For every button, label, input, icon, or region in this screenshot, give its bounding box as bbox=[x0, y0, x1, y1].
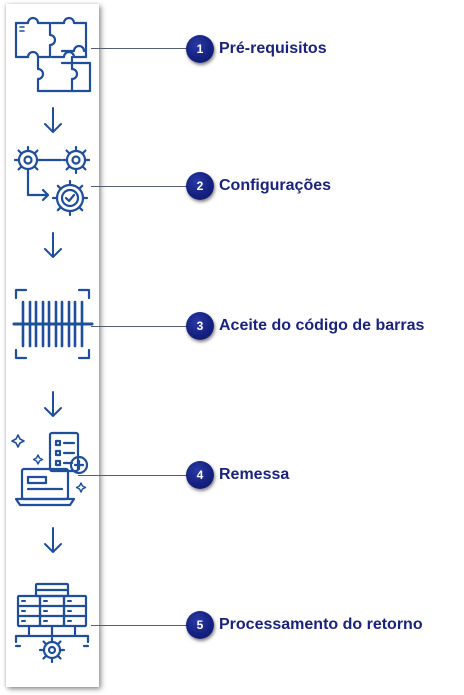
step-label: Processamento do retorno bbox=[219, 616, 423, 633]
down-arrow-icon bbox=[38, 388, 68, 422]
connector-line bbox=[91, 326, 187, 327]
down-arrow-icon bbox=[38, 524, 68, 558]
step-label: Remessa bbox=[219, 466, 290, 483]
step-label: Configurações bbox=[219, 177, 332, 194]
step-number-badge: 5 bbox=[186, 611, 214, 639]
server-gear-icon bbox=[6, 578, 99, 670]
barcode-scan-icon bbox=[6, 280, 99, 372]
connector-line bbox=[91, 625, 187, 626]
step-number-badge: 1 bbox=[186, 35, 214, 63]
laptop-checklist-icon bbox=[6, 425, 99, 517]
connector-line bbox=[78, 475, 187, 476]
gears-check-icon bbox=[6, 140, 99, 232]
step-5: 5 Processamento do retorno bbox=[186, 610, 423, 640]
puzzle-icon bbox=[6, 7, 99, 99]
step-label: Pré-requisitos bbox=[219, 40, 327, 57]
step-1: 1 Pré-requisitos bbox=[186, 34, 327, 64]
step-number-badge: 2 bbox=[186, 172, 214, 200]
down-arrow-icon bbox=[38, 104, 68, 138]
step-3: 3 Aceite do código de barras bbox=[186, 311, 424, 341]
step-number-badge: 3 bbox=[186, 312, 214, 340]
connector-line bbox=[91, 186, 187, 187]
step-4: 4 Remessa bbox=[186, 460, 289, 490]
connector-line bbox=[91, 48, 187, 49]
down-arrow-icon bbox=[38, 229, 68, 263]
step-label: Aceite do código de barras bbox=[219, 317, 425, 334]
step-2: 2 Configurações bbox=[186, 171, 331, 201]
step-number-badge: 4 bbox=[186, 461, 214, 489]
